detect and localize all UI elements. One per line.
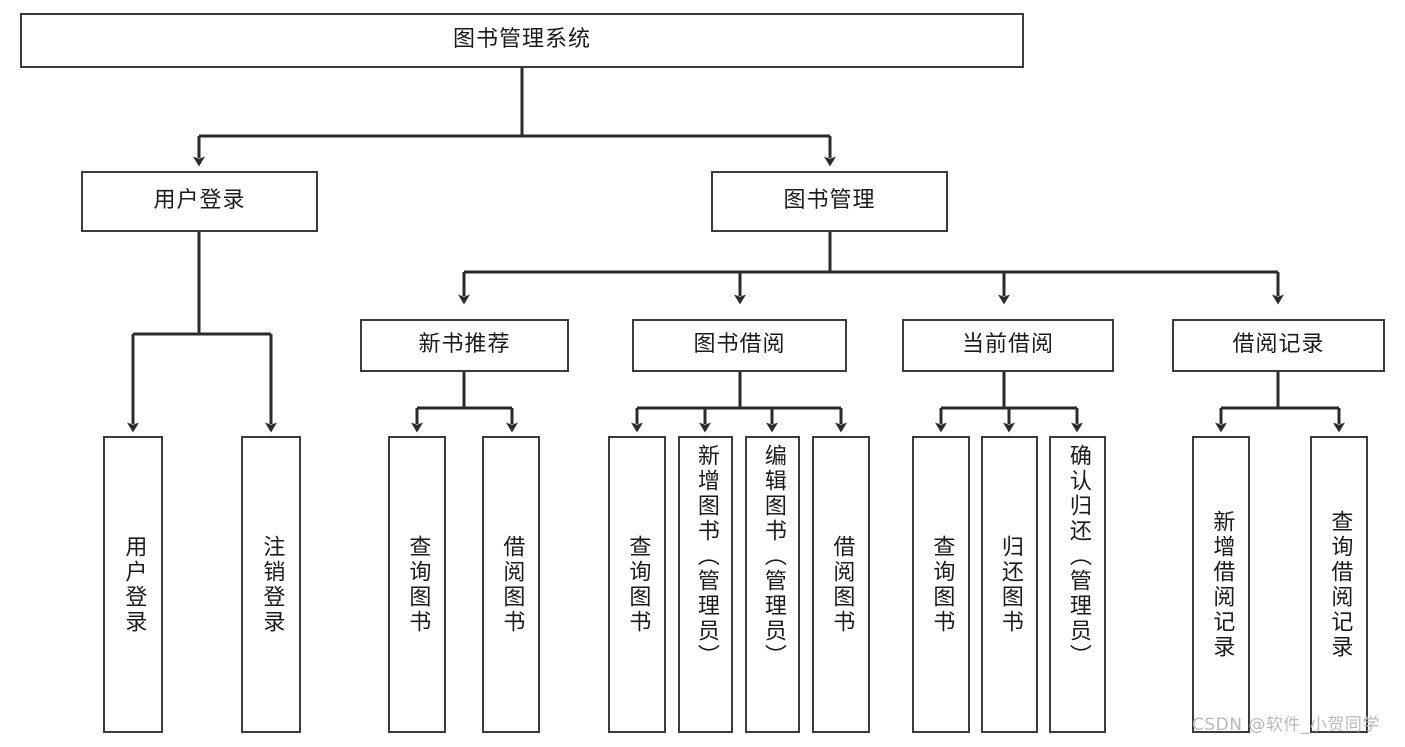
node-book-manage-label: 图书管理	[783, 188, 876, 214]
leaf-query-book-3-label: 查询图书	[929, 534, 955, 635]
node-user-login-label: 用户登录	[153, 188, 246, 214]
leaf-add-record[interactable]: 新增借阅记录	[1192, 436, 1250, 733]
leaf-query-book-2-label: 查询图书	[625, 534, 651, 635]
node-root-label: 图书管理系统	[452, 27, 591, 53]
csdn-watermark: CSDN @软件_小贺同学	[1192, 715, 1380, 735]
leaf-confirm-return[interactable]: 确认归还（管理员）	[1049, 436, 1106, 733]
leaf-borrow-book-1[interactable]: 借阅图书	[482, 436, 540, 733]
leaf-confirm-return-label: 确认归还（管理员）	[1065, 444, 1091, 669]
node-current-borrow[interactable]: 当前借阅	[902, 319, 1114, 372]
leaf-logout[interactable]: 注销登录	[241, 436, 301, 733]
node-book-borrow[interactable]: 图书借阅	[632, 319, 847, 372]
leaf-borrow-book-2-label: 借阅图书	[829, 534, 855, 635]
leaf-user-login[interactable]: 用户登录	[103, 436, 163, 733]
leaf-query-book-1-label: 查询图书	[405, 534, 431, 635]
node-book-borrow-label: 图书借阅	[693, 332, 786, 358]
node-new-book-rec-label: 新书推荐	[418, 332, 511, 358]
leaf-return-book-label: 归还图书	[997, 534, 1023, 635]
leaf-query-book-2[interactable]: 查询图书	[608, 436, 666, 733]
leaf-borrow-book-1-label: 借阅图书	[499, 534, 525, 635]
node-new-book-rec[interactable]: 新书推荐	[360, 319, 569, 372]
node-root[interactable]: 图书管理系统	[20, 13, 1024, 68]
node-book-manage[interactable]: 图书管理	[711, 171, 948, 232]
leaf-add-book-label: 新增图书（管理员）	[693, 444, 719, 669]
leaf-query-book-1[interactable]: 查询图书	[388, 436, 446, 733]
leaf-borrow-book-2[interactable]: 借阅图书	[812, 436, 870, 733]
leaf-add-book[interactable]: 新增图书（管理员）	[678, 436, 733, 733]
node-borrow-record[interactable]: 借阅记录	[1172, 319, 1385, 372]
leaf-edit-book-label: 编辑图书（管理员）	[760, 444, 786, 669]
leaf-return-book[interactable]: 归还图书	[981, 436, 1038, 733]
leaf-query-book-3[interactable]: 查询图书	[912, 436, 970, 733]
node-user-login[interactable]: 用户登录	[81, 171, 318, 232]
node-borrow-record-label: 借阅记录	[1232, 332, 1325, 358]
leaf-logout-label: 注销登录	[259, 534, 285, 635]
leaf-edit-book[interactable]: 编辑图书（管理员）	[745, 436, 800, 733]
node-current-borrow-label: 当前借阅	[961, 332, 1054, 358]
leaf-add-record-label: 新增借阅记录	[1209, 509, 1235, 660]
leaf-query-record-label: 查询借阅记录	[1327, 509, 1353, 660]
leaf-query-record[interactable]: 查询借阅记录	[1310, 436, 1368, 733]
leaf-user-login-label: 用户登录	[121, 534, 147, 635]
